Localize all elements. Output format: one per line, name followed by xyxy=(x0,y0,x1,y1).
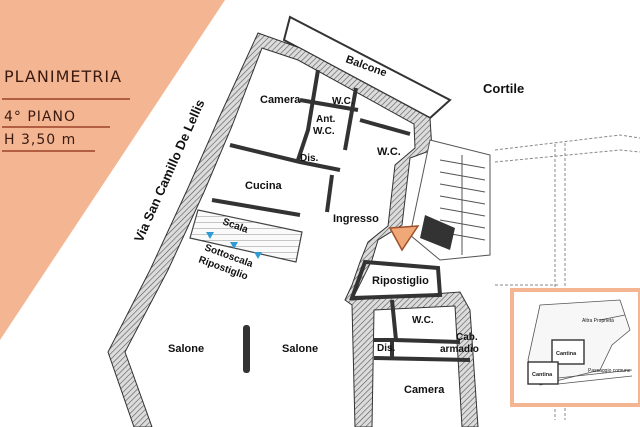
stair-core xyxy=(420,215,455,250)
column xyxy=(243,325,250,373)
arrow-icon xyxy=(254,252,262,259)
label-dis-top: Dis. xyxy=(300,153,319,164)
label-cab-1: Cab. xyxy=(456,332,478,343)
floor-text: 4° PIANO xyxy=(4,109,76,125)
height-text: H 3,50 m xyxy=(4,132,76,148)
inset-drawing xyxy=(527,299,633,386)
stair-arrows xyxy=(206,232,262,259)
outer-wall xyxy=(107,32,479,427)
title-text: PLANIMETRIA xyxy=(4,67,122,86)
label-wc-right: W.C. xyxy=(377,146,401,158)
label-ripostiglio: Ripostiglio xyxy=(372,275,429,287)
label-ingresso: Ingresso xyxy=(333,213,379,225)
stair-block xyxy=(189,209,303,263)
label-wc-bottom: W.C. xyxy=(412,315,434,326)
inset-cantina-1: Cantina xyxy=(556,351,577,357)
label-ant-wc-2: W.C. xyxy=(313,126,335,137)
label-camera-top: Camera xyxy=(260,94,301,106)
inset-passaggio: Passaggio comune xyxy=(588,368,631,374)
inset-cantina-2: Cantina xyxy=(532,372,553,378)
label-salone-right: Salone xyxy=(282,343,318,355)
label-salone-left: Salone xyxy=(168,343,204,355)
label-dis-bottom: Dis. xyxy=(377,343,396,354)
arrow-icon xyxy=(230,242,238,249)
courtyard-label: Cortile xyxy=(483,81,524,96)
label-cab-2: armadio xyxy=(440,344,479,355)
entrance-marker xyxy=(388,225,420,252)
label-wc-small: W.C. xyxy=(332,96,354,107)
title-band xyxy=(0,0,225,340)
label-ant-wc-1: Ant. xyxy=(316,114,336,125)
ripostiglio-box xyxy=(349,259,443,301)
label-camera-bottom: Camera xyxy=(404,384,445,396)
label-cucina: Cucina xyxy=(245,180,283,192)
inset-altra: Altra Proprietà xyxy=(582,318,614,324)
arrow-icon xyxy=(206,232,214,239)
